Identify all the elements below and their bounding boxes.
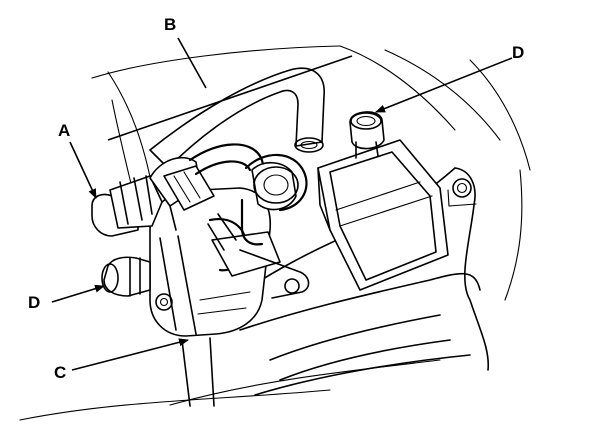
- callout-d-upper: D: [512, 43, 524, 62]
- leader-b: [177, 37, 207, 89]
- vacuum-tubes: [188, 143, 310, 299]
- callout-b: B: [164, 15, 176, 34]
- connector-d-lower: [101, 256, 151, 297]
- callout-c: C: [54, 363, 66, 382]
- leader-b-pointer: [107, 55, 353, 141]
- leader-d-upper: [375, 57, 513, 113]
- background-housing: [19, 45, 531, 421]
- callout-a: A: [58, 121, 70, 140]
- leader-lines: [51, 37, 513, 371]
- callout-d-lower: D: [28, 293, 40, 312]
- leader-d-lower: [51, 284, 105, 303]
- hose-b: [149, 67, 325, 169]
- leader-c: [71, 338, 189, 371]
- canister-box: [317, 111, 449, 291]
- leader-a: [69, 141, 97, 199]
- connector-a: [91, 156, 215, 237]
